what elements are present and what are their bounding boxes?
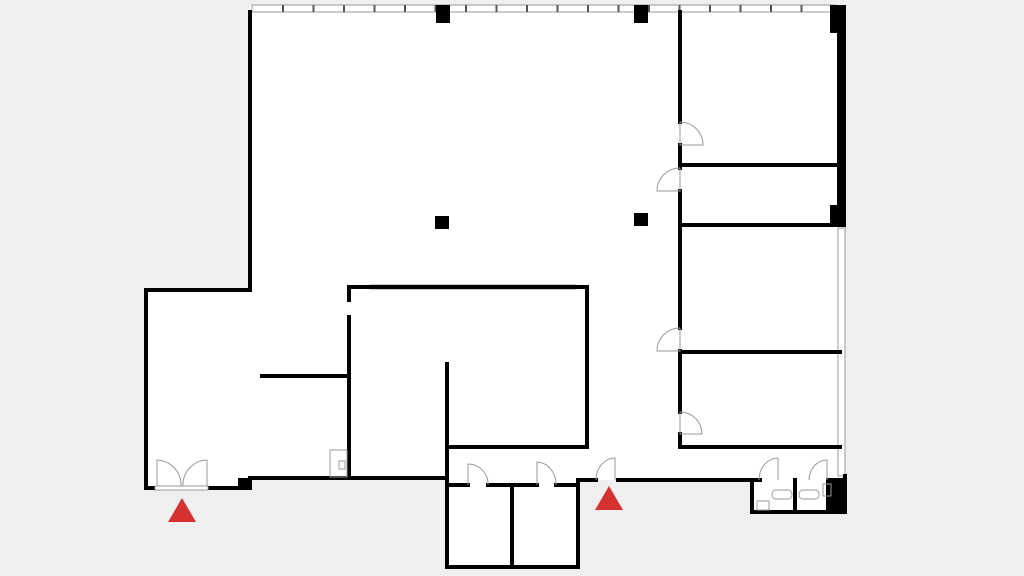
door-swing-icon <box>656 167 681 192</box>
column-icon <box>435 216 449 229</box>
sink-icon <box>756 500 770 511</box>
window-mullion <box>617 5 620 12</box>
window-mullion <box>373 5 376 12</box>
window-mullion <box>282 5 284 12</box>
columns <box>435 5 648 229</box>
column-icon <box>634 5 648 23</box>
outer-walls <box>144 5 847 569</box>
inner-walls <box>260 285 797 569</box>
fixtures <box>329 449 832 511</box>
door-swing-icon <box>182 459 208 487</box>
sink-icon <box>822 483 832 497</box>
window-mullion <box>526 5 528 12</box>
sink-icon <box>329 449 348 478</box>
window-mullion <box>495 5 498 12</box>
column-icon <box>436 5 450 23</box>
window-mullion <box>556 5 559 12</box>
door-swing-icon <box>467 463 489 486</box>
window-mullion <box>312 5 315 12</box>
top-windows <box>251 4 836 13</box>
window-mullion <box>434 5 437 12</box>
window-mullion <box>739 5 742 12</box>
door-swing-icon <box>679 121 704 146</box>
door-swing-icon <box>679 411 703 435</box>
door-swing-icon <box>156 459 182 487</box>
door-swing-icon <box>656 327 681 352</box>
door-swing-icon <box>536 461 557 486</box>
window-mullion <box>465 5 467 12</box>
window-mullion <box>800 5 803 12</box>
door-swing-icon <box>808 459 828 481</box>
window-mullion <box>648 5 650 12</box>
toilet-icon <box>798 489 820 500</box>
door-swing-icon <box>595 457 616 481</box>
column-icon <box>634 213 648 226</box>
window-mullion <box>587 5 589 12</box>
window-mullion <box>709 5 711 12</box>
door-swing-icon <box>758 457 779 481</box>
toilet-icon <box>771 489 793 500</box>
window-mullion <box>404 5 406 12</box>
entrance-icon <box>168 498 196 522</box>
window-mullion <box>678 5 681 12</box>
doors[interactable] <box>156 121 828 487</box>
right-rooms-walls <box>678 10 842 449</box>
entrance-icon <box>595 486 623 510</box>
window-mullion <box>343 5 345 12</box>
window-mullion <box>770 5 772 12</box>
